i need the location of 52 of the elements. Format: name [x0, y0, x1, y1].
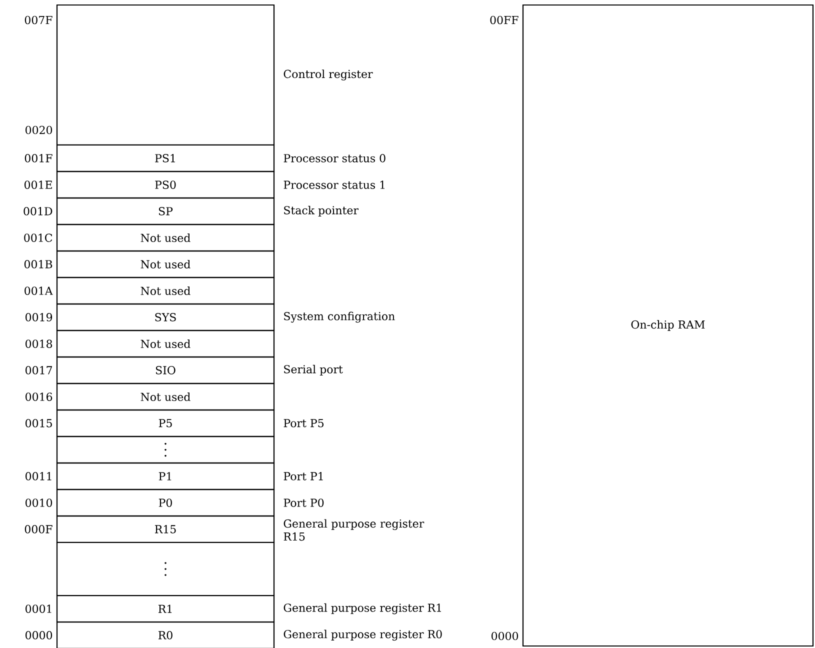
- register-cell: SP: [56, 197, 275, 225]
- register-description: Serial port: [284, 364, 343, 376]
- address-label: 000F: [24, 525, 52, 534]
- address-label: 0015: [26, 419, 52, 428]
- address-label: 0020: [26, 126, 52, 134]
- address-label: 0001: [26, 604, 52, 613]
- address-label: 001B: [24, 260, 52, 268]
- address-label: 001E: [24, 180, 52, 189]
- register-cell: Not used: [56, 330, 275, 358]
- register-cell: [56, 436, 275, 464]
- register-description: General purpose register R1: [284, 603, 441, 614]
- address-label: 001D: [24, 207, 52, 216]
- address-label: 001F: [24, 154, 52, 162]
- address-label: 0000: [26, 631, 52, 640]
- address-label: 0019: [26, 313, 52, 322]
- register-cell: Not used: [56, 383, 275, 411]
- address-label: 00FF: [490, 16, 518, 24]
- register-description: General purpose register R0: [284, 630, 442, 641]
- register-description: Port P0: [284, 498, 324, 507]
- register-description: Port P1: [284, 472, 323, 480]
- register-description: Control register: [284, 70, 373, 80]
- register-description: Port P5: [284, 419, 324, 428]
- register-description: Stack pointer: [284, 206, 358, 217]
- register-cell: PS0: [56, 171, 275, 199]
- memory-block: On-chip RAM: [522, 4, 814, 647]
- register-cell: Not used: [56, 277, 275, 305]
- address-label: 001A: [24, 286, 53, 295]
- register-cell: R0: [56, 621, 275, 648]
- register-cell: R15: [56, 515, 275, 543]
- address-label: 007F: [24, 16, 52, 24]
- register-cell: PS1: [56, 144, 275, 172]
- address-label: 0016: [26, 392, 52, 401]
- address-label: 0018: [26, 340, 52, 348]
- address-label: 0010: [26, 498, 52, 507]
- memory-block: [56, 4, 275, 146]
- register-cell: P1: [56, 462, 275, 490]
- register-cell: [56, 542, 275, 596]
- address-label: 001C: [24, 234, 52, 242]
- address-label: 0017: [26, 366, 52, 374]
- register-description: System configration: [284, 312, 395, 323]
- register-cell: SIO: [56, 356, 275, 384]
- register-description: Processor status 1: [284, 180, 384, 189]
- register-description: Processor status 0: [284, 154, 386, 162]
- address-label: 0000: [492, 632, 518, 640]
- register-description: General purpose register R15: [284, 519, 424, 541]
- register-cell: Not used: [56, 250, 275, 278]
- register-cell: Not used: [56, 224, 275, 252]
- register-cell: R1: [56, 595, 275, 623]
- register-cell: P0: [56, 489, 275, 517]
- register-cell: SYS: [56, 303, 275, 331]
- register-cell: P5: [56, 409, 275, 437]
- address-label: 0011: [26, 472, 52, 480]
